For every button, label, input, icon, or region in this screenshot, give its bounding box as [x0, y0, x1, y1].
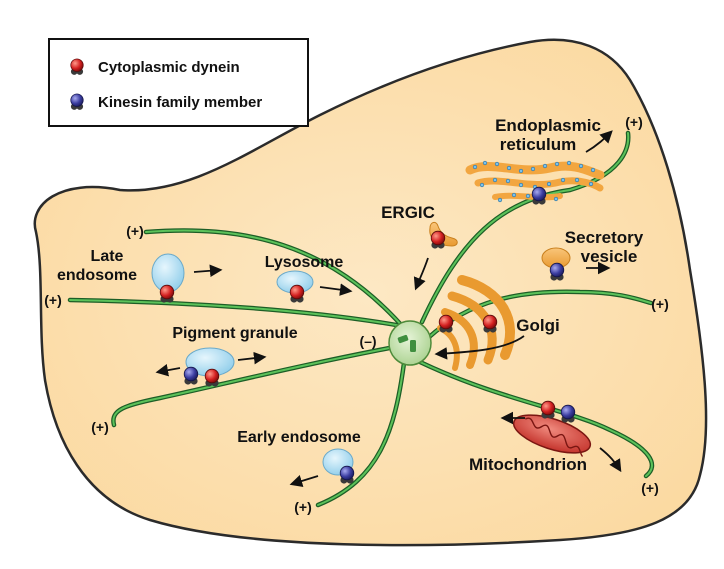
- organelle-labels: Endoplasmic reticulum ERGIC Secretory ve…: [57, 116, 644, 474]
- plus-end-label: (+): [641, 480, 659, 496]
- legend-item-kinesin: Kinesin family member: [66, 87, 262, 117]
- label-lysosome: Lysosome: [265, 254, 344, 271]
- plus-end-label: (+): [294, 499, 312, 515]
- centrosome: [388, 320, 432, 366]
- kinesin-icon: [70, 93, 84, 111]
- polarity-markers: (–) (+) (+) (+) (+) (+) (+) (+): [44, 114, 669, 515]
- plus-end-label: (+): [126, 223, 144, 239]
- label-pigment-granule: Pigment granule: [172, 325, 297, 342]
- legend-label-dynein: Cytoplasmic dynein: [98, 58, 240, 76]
- legend: Cytoplasmic dynein Kinesin family member: [48, 38, 309, 127]
- mitochondrion-organelle: [512, 414, 592, 458]
- plus-end-label: (+): [651, 296, 669, 312]
- label-early-endosome: Early endosome: [237, 429, 361, 446]
- plus-end-label: (+): [44, 292, 62, 308]
- label-vesicle: vesicle: [581, 247, 638, 266]
- label-reticulum: reticulum: [500, 135, 577, 154]
- plus-end-label: (+): [625, 114, 643, 130]
- label-late: Late: [91, 248, 124, 265]
- plus-end-label: (+): [91, 419, 109, 435]
- legend-item-dynein: Cytoplasmic dynein: [66, 52, 240, 82]
- label-golgi: Golgi: [516, 316, 559, 335]
- transport-arrows: [155, 130, 622, 488]
- label-secretory: Secretory: [565, 228, 644, 247]
- label-endosome: endosome: [57, 267, 137, 284]
- label-ergic: ERGIC: [381, 203, 435, 222]
- endoplasmic-reticulum: [465, 160, 605, 203]
- minus-end-label: (–): [359, 333, 376, 349]
- label-endoplasmic: Endoplasmic: [495, 116, 601, 135]
- microtubules: [67, 130, 655, 508]
- label-mitochondrion: Mitochondrion: [469, 455, 587, 474]
- legend-label-kinesin: Kinesin family member: [98, 93, 263, 111]
- dynein-icon: [70, 58, 84, 76]
